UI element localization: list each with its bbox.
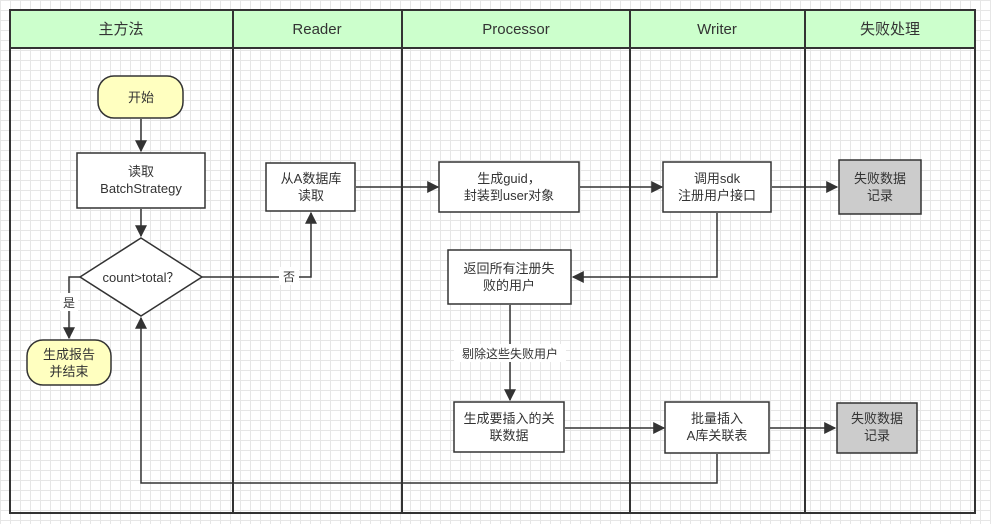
fail-record-node-2 bbox=[836, 402, 918, 454]
gen-guid-node bbox=[438, 161, 580, 213]
call-sdk-node bbox=[662, 161, 772, 213]
read-strategy-line-2: BatchStrategy bbox=[100, 181, 182, 196]
edge-labels: 否 是 剔除这些失败用户 bbox=[60, 267, 566, 362]
report-node bbox=[26, 339, 112, 386]
fail-record-1-line-2: 记录 bbox=[867, 188, 893, 203]
read-db-line-1: 从A数据库 bbox=[281, 171, 342, 186]
edge-insert-loop-back bbox=[135, 316, 718, 484]
edge-label-bg bbox=[454, 344, 566, 362]
lane-header-band bbox=[10, 10, 975, 48]
decision-node bbox=[78, 237, 204, 317]
edges bbox=[63, 119, 839, 484]
report-line-1: 生成报告 bbox=[43, 347, 95, 362]
gen-relation-line-2: 联数据 bbox=[489, 428, 528, 443]
batch-insert-line-2: A库关联表 bbox=[687, 428, 748, 443]
read-strategy-line-1: 读取 bbox=[128, 164, 154, 179]
report-line-2: 并结束 bbox=[49, 364, 88, 379]
edge-label-remove-failed: 剔除这些失败用户 bbox=[462, 346, 558, 361]
lane-headers: 主方法 Reader Processor Writer 失败处理 bbox=[10, 10, 975, 48]
return-failed-line-1: 返回所有注册失 bbox=[463, 261, 554, 276]
fail-record-1-line-1: 失败数据 bbox=[854, 171, 906, 186]
edge-label-yes: 是 bbox=[63, 296, 75, 310]
read-db-node bbox=[265, 162, 356, 212]
batch-insert-node bbox=[664, 401, 770, 454]
lane-title-writer: Writer bbox=[697, 21, 737, 38]
edge-label-bg bbox=[279, 267, 299, 285]
lane-title-reader: Reader bbox=[292, 21, 341, 38]
batch-insert-line-1: 批量插入 bbox=[691, 411, 743, 426]
read-strategy-node bbox=[76, 152, 206, 209]
nodes: 开始 读取 BatchStrategy count>total？ 生成报告 并结… bbox=[26, 75, 922, 454]
edge-decision-to-report bbox=[63, 276, 80, 340]
edge-decision-to-readdb bbox=[202, 211, 317, 278]
read-db-line-2: 读取 bbox=[298, 188, 324, 203]
start-node-label: 开始 bbox=[128, 90, 154, 105]
call-sdk-line-1: 调用sdk bbox=[694, 171, 741, 186]
lane-title-processor: Processor bbox=[482, 21, 550, 38]
lane-frame bbox=[9, 9, 976, 514]
return-failed-line-2: 败的用户 bbox=[483, 278, 535, 293]
gen-relation-line-1: 生成要插入的关 bbox=[463, 411, 554, 426]
return-failed-node bbox=[447, 249, 572, 305]
gen-guid-line-2: 封装到user对象 bbox=[464, 188, 554, 203]
gen-relation-node bbox=[453, 401, 565, 453]
fail-record-2-line-1: 失败数据 bbox=[851, 411, 903, 426]
edge-sdk-to-return bbox=[571, 213, 718, 283]
gen-guid-line-1: 生成guid， bbox=[477, 171, 541, 186]
lane-title-failure: 失败处理 bbox=[860, 21, 920, 38]
edge-label-no: 否 bbox=[283, 270, 295, 284]
call-sdk-line-2: 注册用户接口 bbox=[678, 188, 756, 203]
edge-label-bg bbox=[60, 293, 78, 311]
decision-node-label: count>total？ bbox=[103, 270, 180, 285]
lane-title-main: 主方法 bbox=[98, 21, 143, 38]
start-node bbox=[97, 75, 184, 119]
fail-record-2-line-2: 记录 bbox=[864, 428, 890, 443]
lane-border bbox=[9, 9, 976, 514]
fail-record-node-1 bbox=[838, 159, 922, 215]
